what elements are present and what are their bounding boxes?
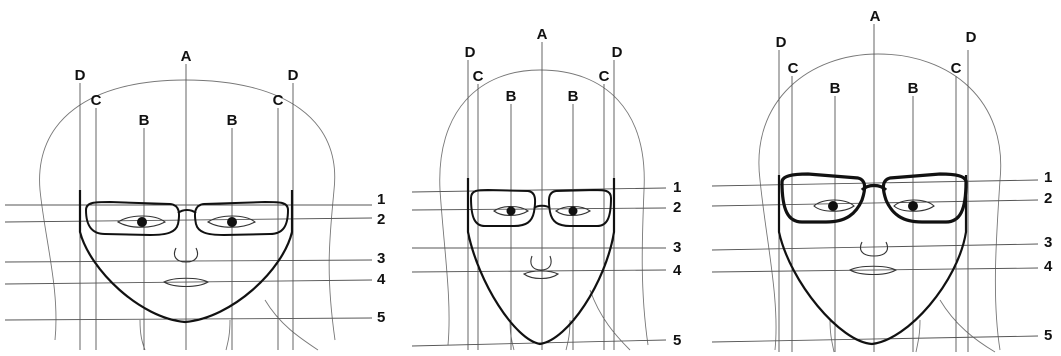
label-b-right: B [227, 112, 238, 129]
guide-line-4 [712, 268, 1038, 272]
guide-line-1 [412, 188, 666, 192]
label-c-left: C [91, 92, 102, 109]
label-b-left: B [506, 88, 517, 105]
label-2: 2 [673, 199, 681, 216]
glasses-right-lens [195, 202, 288, 235]
label-5: 5 [1044, 327, 1052, 344]
label-c-right: C [599, 68, 610, 85]
mouth [524, 271, 558, 279]
left-pupil [137, 217, 147, 227]
neck-line [830, 320, 920, 352]
guide-line-2 [5, 218, 372, 222]
label-d-left: D [776, 34, 787, 51]
guide-line-3 [712, 244, 1038, 250]
label-4: 4 [673, 262, 682, 279]
label-2: 2 [377, 211, 385, 228]
label-5: 5 [377, 309, 385, 326]
label-1: 1 [1044, 169, 1052, 186]
label-3: 3 [673, 239, 681, 256]
label-d-right: D [612, 44, 623, 61]
neck-line [140, 320, 230, 350]
label-c-right: C [951, 60, 962, 77]
label-c-right: C [273, 92, 284, 109]
label-4: 4 [1044, 258, 1053, 275]
figure-2 [412, 42, 666, 350]
glasses-bridge [178, 210, 196, 213]
label-d-right: D [288, 67, 299, 84]
label-b-left: B [830, 80, 841, 97]
guide-line-5 [5, 318, 372, 320]
label-1: 1 [673, 179, 681, 196]
right-pupil [227, 217, 237, 227]
neck-line [510, 320, 570, 350]
guide-line-4 [5, 280, 372, 284]
face-outline [779, 175, 966, 344]
label-1: 1 [377, 191, 385, 208]
label-d-right: D [966, 29, 977, 46]
glasses-right-lens [549, 190, 611, 226]
label-5: 5 [673, 332, 681, 349]
guide-line-2 [412, 208, 666, 210]
label-a: A [870, 8, 881, 25]
guide-line-5 [712, 336, 1038, 342]
guide-line-2 [712, 200, 1038, 206]
glasses-left-lens [86, 202, 179, 235]
label-b-right: B [568, 88, 579, 105]
hair-left-strand [40, 190, 56, 340]
glasses-left-lens [782, 174, 865, 222]
left-pupil [828, 201, 838, 211]
shoulder-line [265, 300, 318, 350]
face-outline [468, 178, 614, 344]
label-4: 4 [377, 271, 386, 288]
label-3: 3 [1044, 234, 1052, 251]
right-pupil [569, 207, 578, 216]
label-c-left: C [788, 60, 799, 77]
hair-left-strand [440, 190, 449, 345]
label-b-left: B [139, 112, 150, 129]
shoulder-line [940, 300, 995, 352]
left-pupil [507, 207, 516, 216]
label-d-left: D [465, 44, 476, 61]
label-a: A [537, 26, 548, 43]
label-a: A [181, 48, 192, 65]
label-d-left: D [75, 67, 86, 84]
right-pupil [908, 201, 918, 211]
figure-3 [712, 24, 1038, 352]
label-2: 2 [1044, 190, 1052, 207]
label-3: 3 [377, 250, 385, 267]
figure-1 [5, 64, 372, 350]
label-b-right: B [908, 80, 919, 97]
label-c-left: C [473, 68, 484, 85]
glasses-left-lens [471, 190, 535, 226]
nose [531, 256, 551, 270]
